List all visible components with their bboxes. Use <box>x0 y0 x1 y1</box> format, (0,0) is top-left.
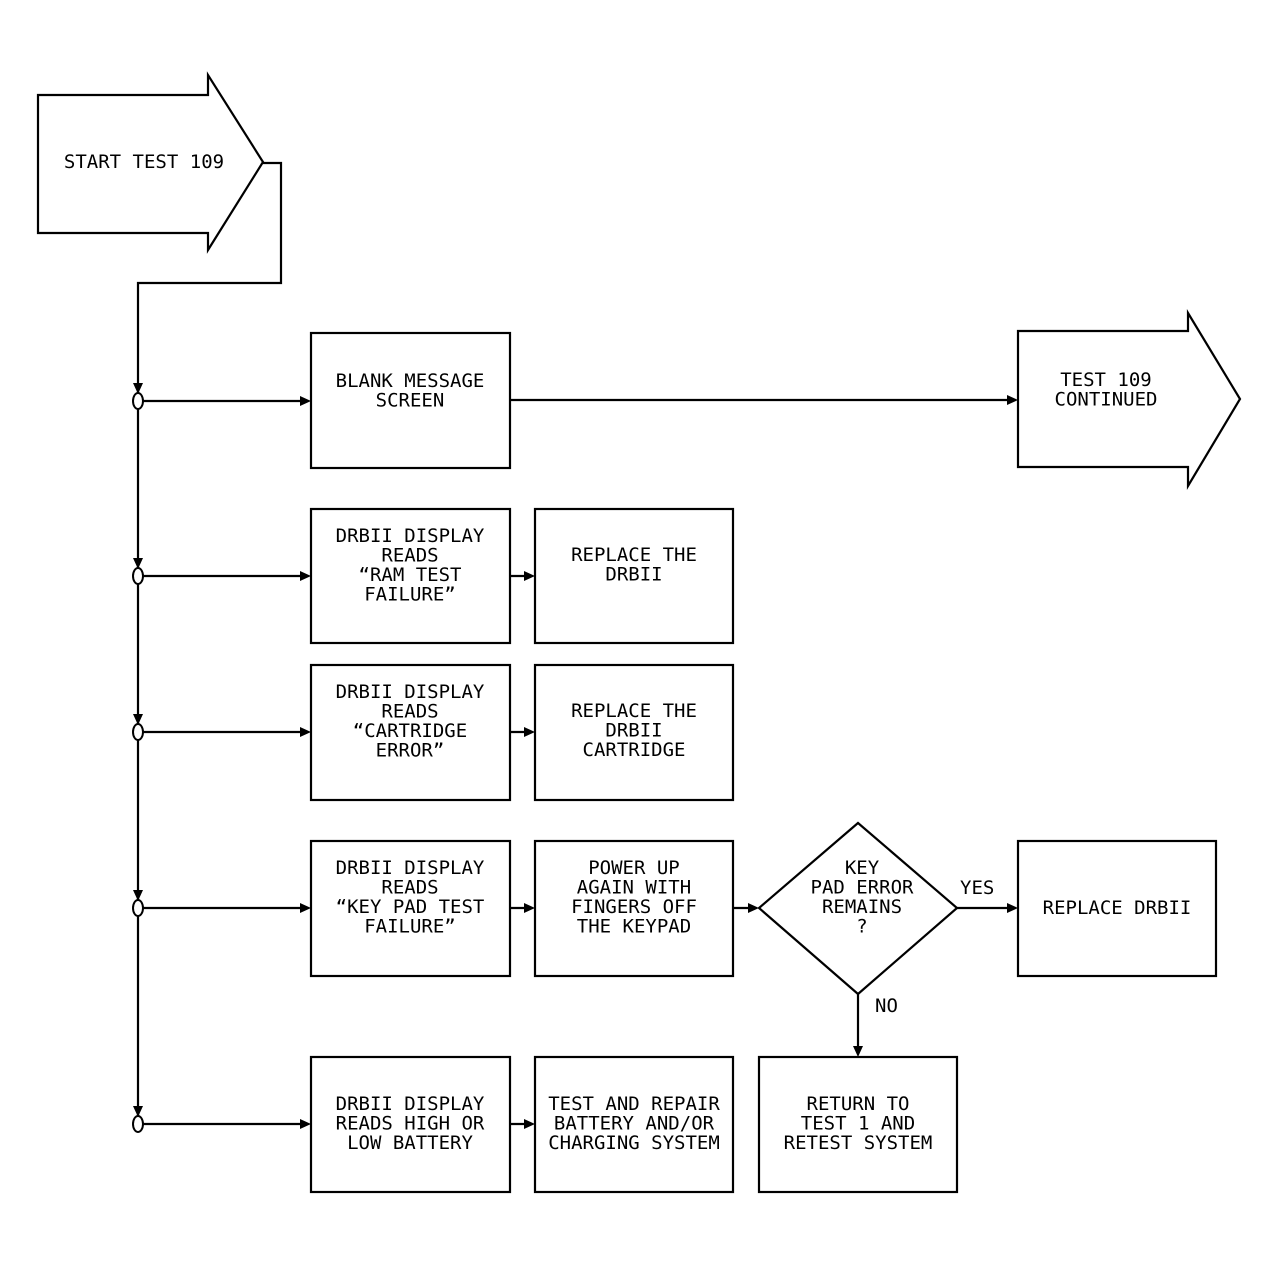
branch-arrowhead-5 <box>300 1119 311 1129</box>
keypad-error-decision-text-line-3: REMAINS <box>822 896 902 918</box>
return-test1-text-line-2: TEST 1 AND <box>801 1112 915 1134</box>
junction-2 <box>132 567 144 585</box>
power-up-text-line-3: FINGERS OFF <box>571 896 697 918</box>
ram-test-display-text-line-3: “RAM TEST <box>359 564 462 586</box>
yes-arrowhead <box>1007 903 1018 913</box>
replace-drbii-text-1-line-2: DRBII <box>605 563 662 585</box>
replace-drbii-text-1-line-1: REPLACE THE <box>571 544 697 566</box>
keypad-error-decision-text-line-4: ? <box>856 915 867 937</box>
powerup-decision-arrowhead <box>748 903 759 913</box>
ram-test-display-text-line-4: FAILURE” <box>364 583 456 605</box>
keypad-display-text-line-2: READS <box>381 876 438 898</box>
replace-cartridge-text-line-1: REPLACE THE <box>571 700 697 722</box>
trunk-arrowhead-2 <box>133 558 143 569</box>
trunk-arrowhead-3 <box>133 714 143 725</box>
yes-label: YES <box>960 877 994 899</box>
return-test1-text-line-3: RETEST SYSTEM <box>784 1132 933 1154</box>
junctions <box>132 392 144 1133</box>
test-repair-text-line-3: CHARGING SYSTEM <box>548 1132 720 1154</box>
branch-arrowhead-2 <box>300 571 311 581</box>
replace-drbii-text-2: REPLACE DRBII <box>1043 897 1192 919</box>
blank-message-text-line-1: BLANK MESSAGE <box>336 370 485 392</box>
trunk-arrowhead-5 <box>133 1106 143 1117</box>
keypad-error-decision-text-line-1: KEY <box>845 857 880 879</box>
battery-display-text-line-1: DRBII DISPLAY <box>336 1093 485 1115</box>
continued-arrowhead <box>1007 395 1018 405</box>
keypad-display-text-line-1: DRBII DISPLAY <box>336 857 485 879</box>
cartridge-display-text-line-3: “CARTRIDGE <box>353 720 467 742</box>
cartridge-display-text-line-1: DRBII DISPLAY <box>336 681 485 703</box>
branch-arrowhead-4 <box>300 903 311 913</box>
test-continued-text-line-2: CONTINUED <box>1055 388 1158 410</box>
blank-message-text-line-2: SCREEN <box>376 389 445 411</box>
replace-cartridge-text-line-3: CARTRIDGE <box>583 739 686 761</box>
start-test-text: START TEST 109 <box>64 151 224 173</box>
return-test1-text-line-1: RETURN TO <box>807 1093 910 1115</box>
junction-4 <box>132 899 144 917</box>
trunk-arrowhead-4 <box>133 890 143 901</box>
keypad-display-text-line-4: FAILURE” <box>364 915 456 937</box>
power-up-text-line-1: POWER UP <box>588 857 680 879</box>
trunk-arrowhead-1 <box>133 383 143 394</box>
battery-display-text-line-2: READS HIGH OR <box>336 1112 485 1134</box>
keypad-error-decision-text-line-2: PAD ERROR <box>811 876 915 898</box>
arrowheads <box>133 383 1018 1129</box>
power-up-text-line-4: THE KEYPAD <box>577 915 691 937</box>
test-continued-text-line-1: TEST 109 <box>1060 369 1152 391</box>
battery-repair-arrowhead <box>524 1119 535 1129</box>
start-connector <box>136 161 283 393</box>
cartridge-display-text-line-4: ERROR” <box>376 739 445 761</box>
ram-test-display-text-line-1: DRBII DISPLAY <box>336 525 485 547</box>
branch-arrowhead-3 <box>300 727 311 737</box>
start-test-shape: START TEST 109 <box>36 71 265 254</box>
junction-1 <box>132 392 144 410</box>
branch-arrowhead-1 <box>300 396 311 406</box>
junction-5 <box>132 1115 144 1133</box>
test-repair-text-line-1: TEST AND REPAIR <box>548 1093 720 1115</box>
no-arrowhead <box>853 1046 863 1057</box>
start-test-text-line-1: START TEST 109 <box>64 151 224 173</box>
keypad-powerup-arrowhead <box>524 903 535 913</box>
no-label: NO <box>875 995 898 1017</box>
ram-test-display-text-line-2: READS <box>381 544 438 566</box>
cartridge-display-text-line-2: READS <box>381 700 438 722</box>
replace-drbii-box-2: REPLACE DRBII <box>1016 839 1218 978</box>
test-repair-text-line-2: BATTERY AND/OR <box>554 1112 715 1134</box>
keypad-display-text-line-3: “KEY PAD TEST <box>336 896 485 918</box>
battery-display-text-line-3: LOW BATTERY <box>347 1132 473 1154</box>
junction-3 <box>132 723 144 741</box>
cartridge-replace-arrowhead <box>524 727 535 737</box>
power-up-text-line-2: AGAIN WITH <box>577 876 691 898</box>
replace-drbii-text-2-line-1: REPLACE DRBII <box>1043 897 1192 919</box>
replace-cartridge-text-line-2: DRBII <box>605 719 662 741</box>
ram-replace-arrowhead <box>524 571 535 581</box>
